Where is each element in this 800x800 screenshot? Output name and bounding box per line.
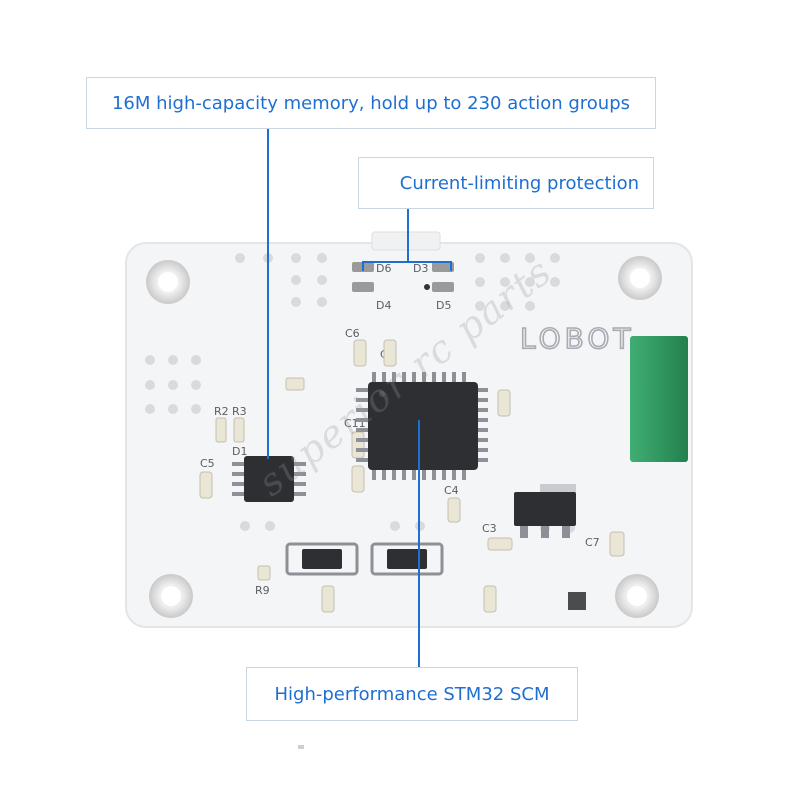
callout-current-text: Current-limiting protection — [399, 172, 639, 194]
power-diodes — [285, 542, 444, 576]
leader-line-current-bar — [362, 261, 452, 263]
svg-text:D1: D1 — [232, 445, 247, 458]
stm32-chip — [356, 372, 488, 480]
svg-text:C7: C7 — [585, 536, 600, 549]
callout-stm32: High-performance STM32 SCM — [246, 667, 578, 721]
svg-text:R9: R9 — [255, 584, 270, 597]
callout-current-limiting: Current-limiting protection — [358, 157, 654, 209]
passive-components — [199, 339, 625, 613]
callout-memory-text: 16M high-capacity memory, hold up to 230… — [111, 92, 631, 114]
svg-text:C3: C3 — [482, 522, 497, 535]
callout-memory: 16M high-capacity memory, hold up to 230… — [86, 77, 656, 129]
svg-text:R2: R2 — [214, 405, 229, 418]
leader-line-current-left — [362, 261, 364, 271]
leader-line-current-right — [450, 261, 452, 271]
smd-square — [568, 592, 586, 610]
brand-silkscreen: LOBOT — [520, 322, 635, 355]
mounting-holes — [146, 256, 662, 618]
antenna-module — [630, 336, 688, 462]
protection-diodes — [352, 262, 454, 292]
svg-text:C6: C6 — [345, 327, 360, 340]
svg-text:D5: D5 — [436, 299, 451, 312]
svg-text:R3: R3 — [232, 405, 247, 418]
leader-line-memory — [267, 129, 269, 459]
svg-text:D4: D4 — [376, 299, 391, 312]
regulator — [514, 484, 576, 538]
memory-chip — [232, 456, 306, 502]
svg-text:D3: D3 — [413, 262, 428, 275]
svg-text:D6: D6 — [376, 262, 391, 275]
leader-line-current-stem — [407, 209, 409, 262]
callout-stm32-text: High-performance STM32 SCM — [274, 683, 550, 705]
svg-text:C4: C4 — [444, 484, 459, 497]
usb-connector — [371, 231, 441, 251]
debris — [298, 745, 304, 749]
leader-line-stm32 — [418, 420, 420, 667]
svg-text:C5: C5 — [200, 457, 215, 470]
